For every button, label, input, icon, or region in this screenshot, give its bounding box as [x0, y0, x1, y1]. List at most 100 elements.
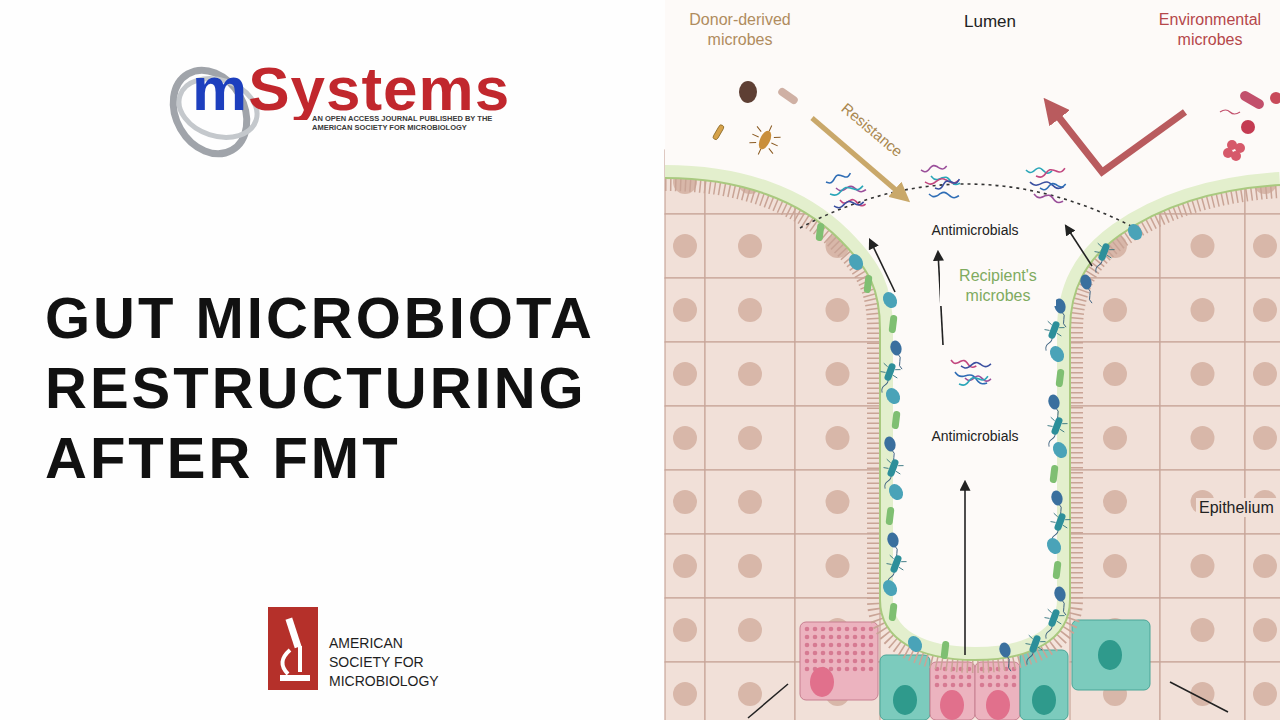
granule — [853, 651, 858, 656]
nucleus — [738, 234, 762, 258]
granule — [967, 683, 972, 688]
stem-cell — [1072, 620, 1150, 690]
nucleus — [738, 682, 762, 706]
cell — [795, 470, 880, 534]
granule — [869, 667, 874, 672]
granule — [967, 675, 972, 680]
granule — [845, 635, 850, 640]
nucleus — [1191, 618, 1215, 642]
granule — [837, 627, 842, 632]
nucleus — [1103, 426, 1127, 450]
granule — [853, 627, 858, 632]
granule — [829, 643, 834, 648]
bacterium — [888, 315, 897, 334]
nucleus — [986, 690, 1010, 720]
nucleus — [893, 685, 917, 715]
microbes — [815, 221, 1144, 672]
bacterium — [1047, 343, 1067, 364]
nucleus — [673, 490, 697, 514]
nucleus — [738, 298, 762, 322]
antimicrobial-peptides — [826, 166, 1066, 386]
nucleus — [1103, 554, 1127, 578]
bacterium — [905, 633, 925, 654]
journal-tagline: AN OPEN ACCESS JOURNAL PUBLISHED BY THE … — [312, 114, 527, 132]
bacterium — [1038, 606, 1066, 641]
nucleus — [673, 298, 697, 322]
cell — [705, 662, 795, 720]
granule — [821, 651, 826, 656]
cell — [1245, 278, 1280, 342]
granule — [996, 683, 1001, 688]
nucleus — [1191, 298, 1215, 322]
antimicrobial-peptide — [1036, 168, 1065, 177]
cell — [665, 214, 705, 278]
granule — [951, 683, 956, 688]
granule — [821, 659, 826, 664]
granule — [837, 659, 842, 664]
cell — [665, 406, 705, 470]
antimicrobial-peptide — [929, 192, 959, 197]
granule — [869, 627, 874, 632]
granule — [853, 635, 858, 640]
cell — [1245, 534, 1280, 598]
antimicrobial-peptide — [826, 173, 850, 183]
granule — [853, 643, 858, 648]
nucleus — [826, 298, 850, 322]
bacterium — [1088, 240, 1116, 275]
environmental-microbes — [1220, 89, 1280, 161]
cell — [705, 534, 795, 598]
cell — [1245, 406, 1280, 470]
nucleus — [673, 426, 697, 450]
stem-cell — [1020, 650, 1068, 720]
granule — [1012, 675, 1017, 680]
cell — [665, 342, 705, 406]
paneth-cell — [930, 662, 975, 720]
nucleus — [826, 554, 850, 578]
bacterium — [1019, 632, 1047, 667]
nucleus — [1191, 362, 1215, 386]
granule — [813, 627, 818, 632]
granule — [829, 635, 834, 640]
nucleus — [673, 682, 697, 706]
nucleus — [673, 234, 697, 258]
cell — [1160, 406, 1245, 470]
cell — [665, 470, 705, 534]
nucleus — [1253, 618, 1277, 642]
bacterium — [891, 411, 900, 430]
cell — [1245, 214, 1280, 278]
granule — [935, 675, 940, 680]
bacterium — [880, 577, 900, 598]
nucleus — [1103, 362, 1127, 386]
cell — [1070, 534, 1160, 598]
antimicrobial-peptide — [961, 363, 991, 368]
secretion-arrow — [1066, 226, 1092, 266]
secretion-arrow — [964, 482, 966, 655]
donor-microbes — [712, 81, 799, 160]
nucleus — [1191, 554, 1215, 578]
bacterium — [1079, 273, 1098, 304]
bacterium — [880, 289, 900, 310]
granule — [845, 627, 850, 632]
bacterium — [846, 251, 866, 272]
granule — [959, 675, 964, 680]
cell — [1070, 406, 1160, 470]
bacterium — [998, 641, 1017, 672]
nucleus — [1253, 682, 1277, 706]
cell — [1160, 342, 1245, 406]
bacterium — [1052, 561, 1061, 580]
cell — [665, 662, 705, 720]
asm-logo — [268, 607, 318, 690]
granule — [943, 675, 948, 680]
region-label: Epithelium — [1196, 498, 1277, 517]
granule — [996, 675, 1001, 680]
nucleus — [826, 426, 850, 450]
granule — [943, 683, 948, 688]
granule — [837, 651, 842, 656]
granule — [837, 667, 842, 672]
bacterium — [940, 641, 949, 660]
granule — [861, 659, 866, 664]
stem-cell — [880, 655, 930, 720]
nucleus — [673, 554, 697, 578]
